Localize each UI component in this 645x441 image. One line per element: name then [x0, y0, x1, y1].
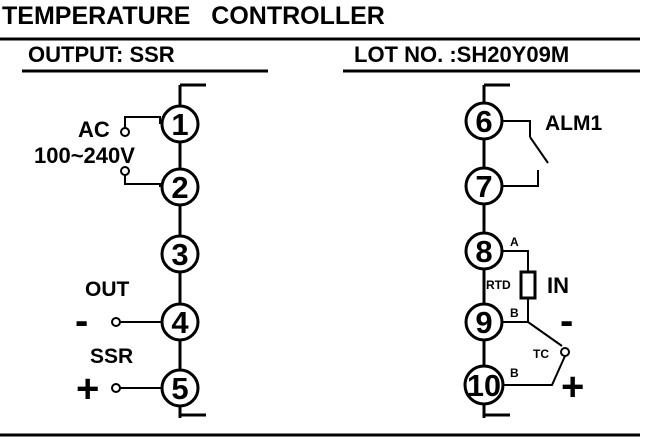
tc-label: TC: [533, 347, 549, 361]
ssr-minus-terminal: [111, 317, 121, 327]
right-terminal-block: ALM1 A RTD IN B TC B - + 6 7 8 9: [463, 83, 602, 418]
alarm-switch-blade: [529, 136, 549, 164]
terminal-6-number: 6: [475, 104, 492, 139]
terminal-8: 8: [464, 231, 504, 271]
output-type-label: OUTPUT: SSR: [28, 42, 175, 67]
ac-label: AC: [78, 117, 110, 142]
alarm-wire-lower: [502, 170, 539, 187]
ac-wire-1: [124, 116, 161, 128]
terminal-6: 6: [464, 101, 504, 141]
rtd-a-label: A: [510, 235, 519, 249]
tc-wire-upper: [527, 321, 563, 347]
ac-terminal-1: [120, 127, 130, 137]
tc-b-label: B: [510, 366, 519, 380]
page-title: TEMPERATURE CONTROLLER: [2, 2, 385, 30]
terminal-7-number: 7: [475, 169, 492, 204]
terminal-3-number: 3: [171, 237, 188, 272]
terminal-9: 9: [464, 302, 504, 342]
terminal-1: 1: [160, 104, 200, 144]
terminal-3: 3: [160, 234, 200, 274]
rtd-label: RTD: [486, 278, 511, 292]
tc-wire-lower: [502, 355, 566, 386]
terminal-4: 4: [160, 302, 200, 342]
terminal-4-number: 4: [171, 305, 189, 340]
terminal-8-number: 8: [475, 234, 492, 269]
terminal-9-number: 9: [475, 305, 492, 340]
tc-junction: [560, 347, 570, 357]
rtd-b-label: B: [510, 306, 519, 320]
terminal-1-number: 1: [171, 107, 188, 142]
terminal-5-number: 5: [171, 371, 188, 406]
out-label: OUT: [85, 278, 130, 301]
ac-wire-2: [124, 175, 161, 187]
rtd-sensor-element: [519, 270, 537, 300]
ssr-label: SSR: [90, 345, 133, 368]
lot-number-label: LOT NO. :SH20Y09M: [354, 42, 569, 67]
terminal-7: 7: [464, 166, 504, 206]
out-plus-sign: +: [76, 367, 99, 411]
left-terminal-block: AC 100~240V 1 2 3 4 5 OUT - SSR +: [34, 83, 206, 418]
tc-minus-sign: -: [560, 299, 573, 343]
terminal-10-number: 10: [467, 368, 501, 403]
alarm-wire-upper: [502, 120, 531, 137]
ssr-plus-terminal: [111, 383, 121, 393]
terminal-5: 5: [160, 368, 200, 408]
input-label: IN: [547, 273, 569, 298]
rtd-wire-a: [502, 250, 529, 272]
terminal-2-number: 2: [171, 170, 188, 205]
alarm-label: ALM1: [545, 112, 602, 135]
terminal-2: 2: [160, 167, 200, 207]
out-minus-sign: -: [75, 299, 88, 343]
voltage-label: 100~240V: [34, 143, 135, 168]
terminal-10: 10: [463, 364, 505, 406]
ac-terminal-2: [120, 166, 130, 176]
tc-plus-sign: +: [561, 365, 584, 409]
